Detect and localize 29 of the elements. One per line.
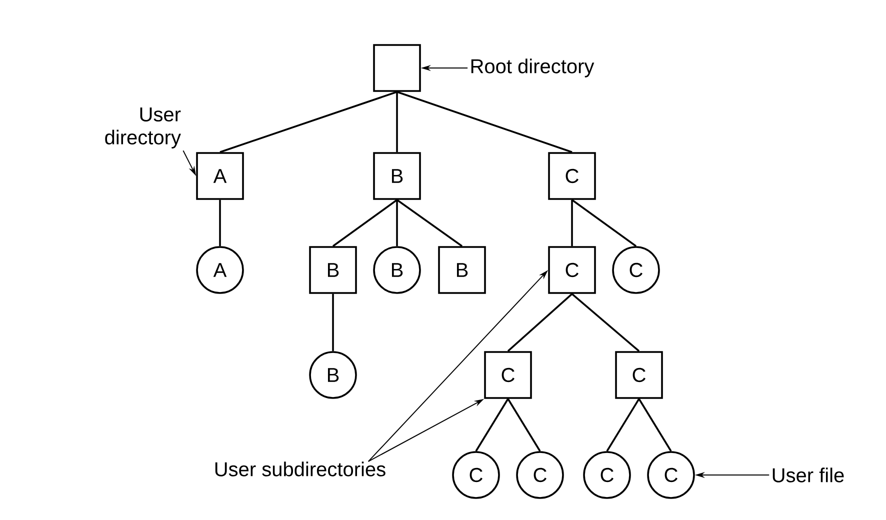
directory-box: C xyxy=(484,351,532,399)
tree-line xyxy=(507,293,573,352)
directory-box xyxy=(373,44,421,92)
directory-box: C xyxy=(548,246,596,294)
callout-label: User file xyxy=(772,468,844,482)
tree-line xyxy=(571,199,637,247)
tree-line xyxy=(396,91,572,153)
tree-line xyxy=(396,92,398,152)
directory-box: B xyxy=(373,152,421,200)
callout-label: Root directory xyxy=(471,58,594,78)
directory-box: C xyxy=(548,152,596,200)
tree-line xyxy=(606,398,640,452)
directory-box: A xyxy=(196,152,244,200)
tree-line xyxy=(220,91,398,153)
tree-line xyxy=(332,199,398,247)
directory-box: B xyxy=(309,246,357,294)
callout-label: User directory xyxy=(105,108,181,148)
tree-line xyxy=(475,398,509,452)
tree-line xyxy=(219,200,221,246)
tree-line xyxy=(396,199,463,247)
tree-line xyxy=(571,200,573,246)
callout-label: User subdirectories xyxy=(215,462,386,476)
tree-line xyxy=(396,200,398,246)
tree-line xyxy=(332,294,334,352)
tree-line xyxy=(571,293,640,352)
tree-line xyxy=(507,398,541,452)
directory-box: C xyxy=(615,351,663,399)
tree-line xyxy=(638,398,672,452)
directory-box: B xyxy=(438,246,486,294)
